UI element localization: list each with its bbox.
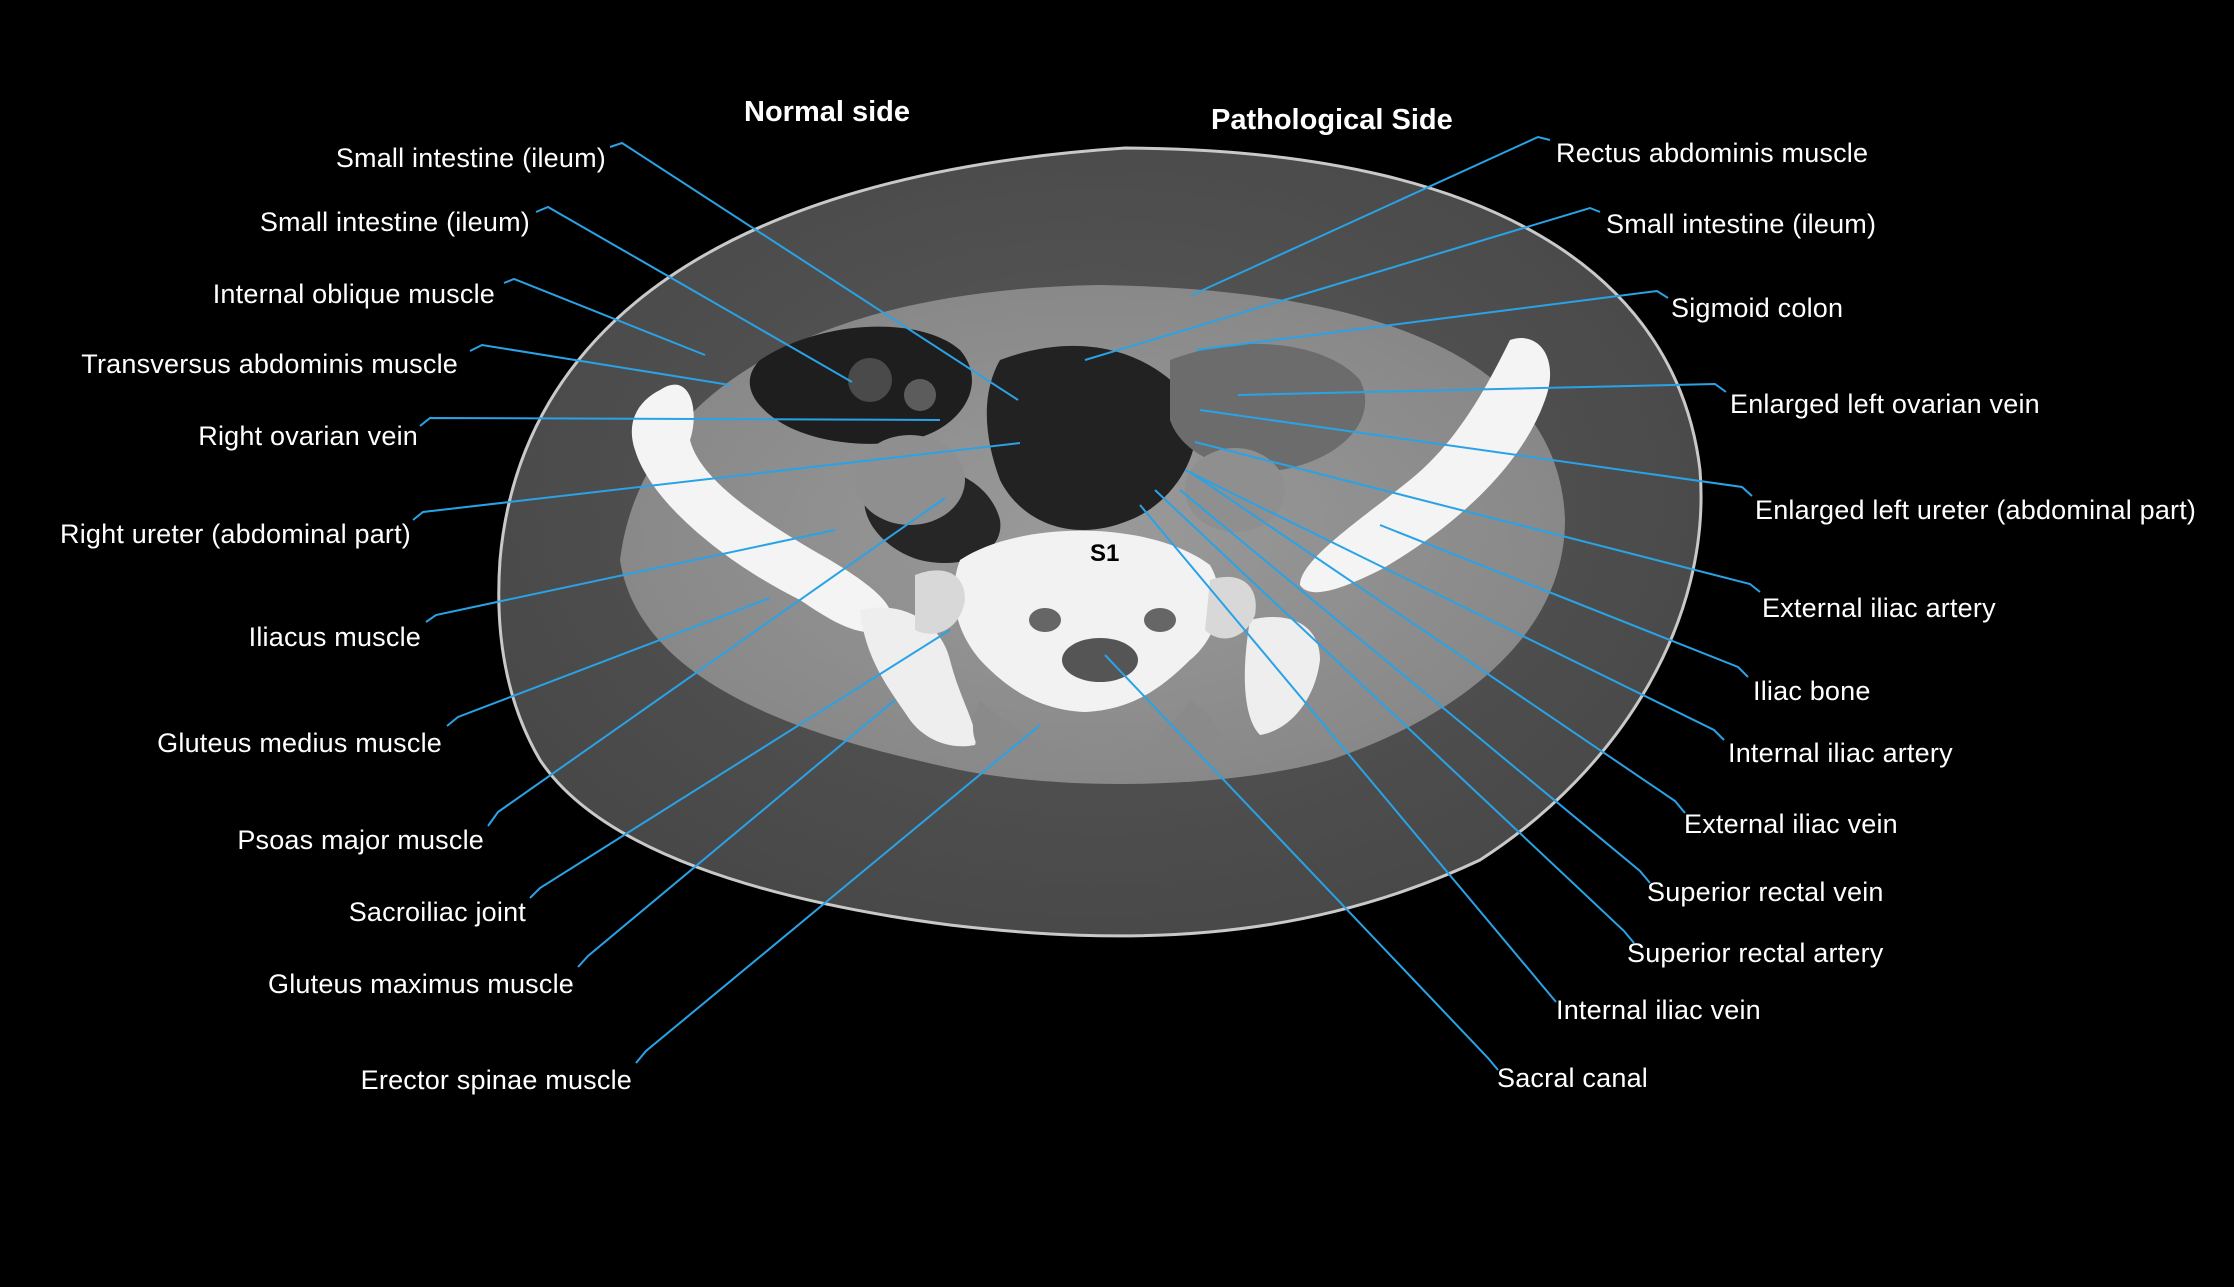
leader-psoas-major-muscle — [487, 497, 946, 827]
leader-right-ureter-abdominal-part — [412, 442, 1021, 521]
label-enlarged-left-ovarian-vein: Enlarged left ovarian vein — [1730, 389, 2040, 419]
label-sacroiliac-joint: Sacroiliac joint — [348, 897, 526, 927]
leader-erector-spinae-muscle — [635, 724, 1041, 1064]
label-erector-spinae-muscle: Erector spinae muscle — [360, 1065, 632, 1095]
right-iliac-bone — [631, 384, 893, 633]
gluteal-muscle-left — [1110, 700, 1222, 770]
leader-enlarged-left-ureter-abdominal-part — [1199, 409, 1753, 497]
label-gluteus-maximus-muscle: Gluteus maximus muscle — [268, 969, 574, 999]
leader-internal-oblique-muscle — [503, 277, 706, 356]
sacrum — [954, 530, 1220, 712]
leader-small-intestine-ileum-3 — [1084, 206, 1601, 361]
leader-rectus-abdominis-muscle — [1191, 135, 1551, 296]
label-small-intestine-ileum-1: Small intestine (ileum) — [335, 143, 606, 173]
label-iliac-bone: Iliac bone — [1753, 676, 1871, 706]
leader-enlarged-left-ovarian-vein — [1237, 382, 1727, 396]
bowel-gas-central — [986, 345, 1197, 531]
leader-external-iliac-vein — [1189, 471, 1686, 814]
label-superior-rectal-vein: Superior rectal vein — [1647, 877, 1884, 907]
label-iliacus-muscle: Iliacus muscle — [248, 622, 421, 652]
label-small-intestine-ileum-2: Small intestine (ileum) — [259, 207, 530, 237]
leader-sacral-canal — [1104, 654, 1499, 1071]
leader-gluteus-maximus-muscle — [577, 699, 896, 968]
normal-side-heading: Normal side — [744, 96, 910, 128]
psoas-left — [1185, 448, 1285, 532]
label-enlarged-left-ureter-abdominal-part: Enlarged left ureter (abdominal part) — [1755, 495, 2197, 525]
leader-iliac-bone — [1379, 524, 1749, 678]
label-small-intestine-ileum-3: Small intestine (ileum) — [1606, 209, 1877, 239]
bowel-loop-right-1 — [848, 358, 892, 402]
pathological-side-heading: Pathological Side — [1211, 104, 1453, 136]
sigmoid-region — [1170, 343, 1366, 471]
gluteal-muscle-right — [972, 700, 1100, 771]
leader-right-ovarian-vein — [419, 416, 941, 427]
leader-sacroiliac-joint — [529, 629, 951, 899]
label-sacral-canal: Sacral canal — [1497, 1063, 1648, 1093]
label-external-iliac-artery: External iliac artery — [1762, 593, 1996, 623]
vertebra-s1-label: S1 — [1090, 540, 1120, 567]
label-internal-iliac-artery: Internal iliac artery — [1728, 738, 1953, 768]
leader-transversus-abdominis-muscle — [469, 343, 731, 386]
sacral-foramen-right — [1029, 608, 1061, 632]
leader-small-intestine-ileum-1 — [609, 141, 1019, 401]
leader-gluteus-medius-muscle — [446, 597, 771, 727]
right-ilium-lower — [860, 607, 976, 747]
leader-sigmoid-colon — [1195, 289, 1669, 351]
leader-small-intestine-ileum-2 — [535, 205, 853, 383]
leader-iliacus-muscle — [425, 529, 836, 623]
bowel-loop-right-2 — [904, 379, 936, 411]
sacral-wing-right — [915, 570, 965, 634]
leader-superior-rectal-artery — [1154, 489, 1635, 944]
label-transversus-abdominis-muscle: Transversus abdominis muscle — [81, 349, 458, 379]
leader-internal-iliac-vein — [1139, 504, 1557, 1003]
label-right-ovarian-vein: Right ovarian vein — [198, 421, 418, 451]
label-internal-oblique-muscle: Internal oblique muscle — [212, 279, 495, 309]
sacral-wing-left — [1205, 576, 1256, 639]
left-iliac-bone — [1300, 338, 1551, 593]
label-sigmoid-colon: Sigmoid colon — [1671, 293, 1844, 323]
label-internal-iliac-vein: Internal iliac vein — [1556, 995, 1761, 1025]
label-rectus-abdominis-muscle: Rectus abdominis muscle — [1556, 138, 1869, 168]
label-gluteus-medius-muscle: Gluteus medius muscle — [157, 728, 442, 758]
sacral-foramen-left — [1144, 608, 1176, 632]
leader-internal-iliac-artery — [1184, 469, 1725, 741]
label-psoas-major-muscle: Psoas major muscle — [237, 825, 484, 855]
leader-superior-rectal-vein — [1179, 489, 1651, 884]
label-superior-rectal-artery: Superior rectal artery — [1627, 938, 1884, 968]
label-external-iliac-vein: External iliac vein — [1684, 809, 1898, 839]
label-right-ureter-abdominal-part: Right ureter (abdominal part) — [60, 519, 411, 549]
leader-external-iliac-artery — [1194, 441, 1761, 593]
